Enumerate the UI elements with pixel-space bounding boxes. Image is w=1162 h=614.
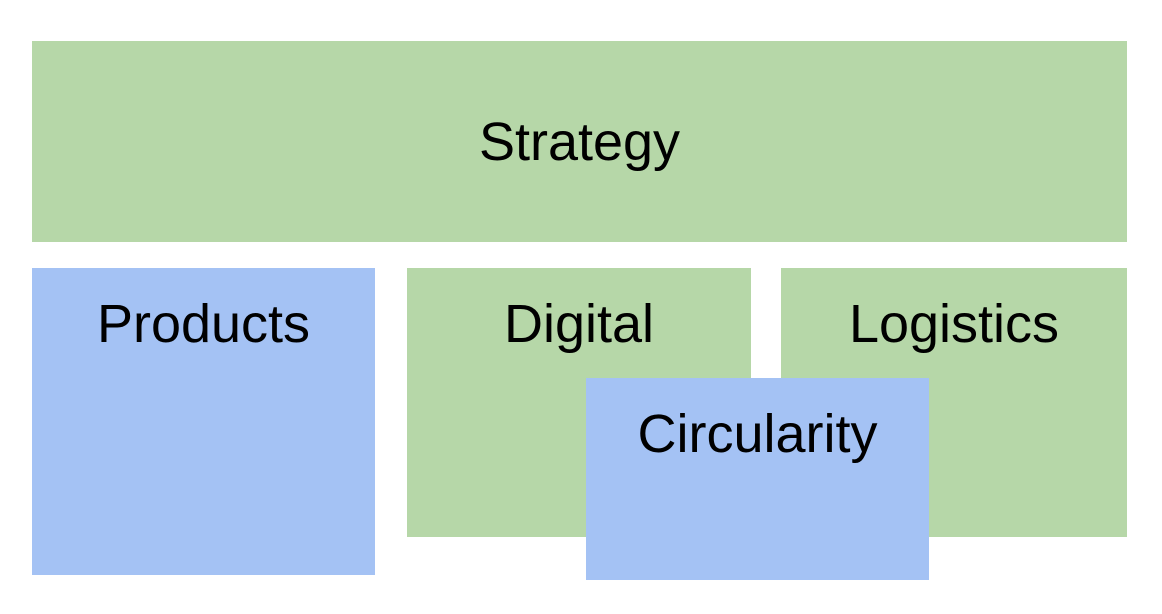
strategy-block: Strategy [32, 41, 1127, 242]
strategy-label: Strategy [478, 111, 681, 172]
products-block: Products [32, 268, 375, 575]
circularity-label: Circularity [637, 404, 878, 464]
circularity-block: Circularity [586, 378, 929, 580]
logistics-label: Logistics [848, 294, 1060, 354]
products-label: Products [96, 294, 311, 354]
digital-label: Digital [503, 294, 655, 354]
